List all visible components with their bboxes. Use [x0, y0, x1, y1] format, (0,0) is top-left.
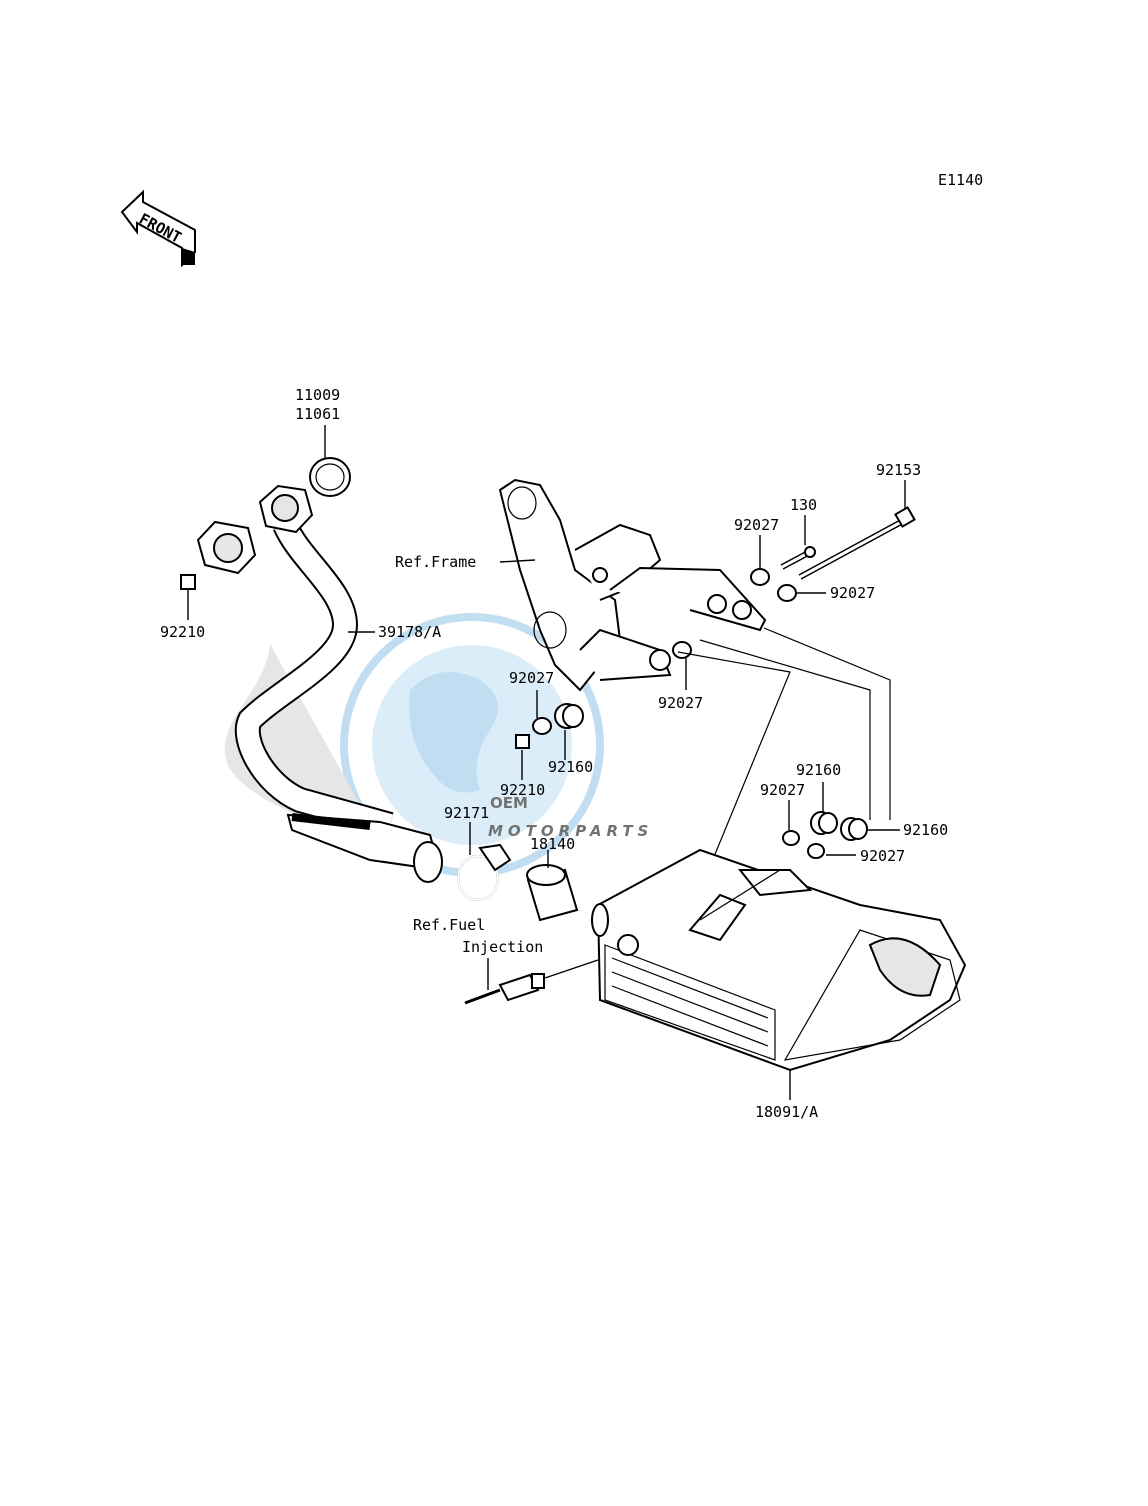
muffler-18091[interactable] [591, 848, 967, 1072]
label-92210-mid[interactable]: 92210 [500, 781, 545, 799]
washer-92027-mid-right[interactable] [672, 641, 692, 659]
label-18091[interactable]: 18091/A [755, 1103, 818, 1121]
oxygen-sensor[interactable] [464, 973, 545, 1005]
label-39178[interactable]: 39178/A [378, 623, 441, 641]
label-92027-top[interactable]: 92027 [734, 516, 779, 534]
washer-92027-mid-left[interactable] [532, 717, 552, 735]
grommet-92160-r2[interactable] [840, 817, 868, 841]
exhaust-header-pipe[interactable] [196, 484, 443, 883]
bolt-92153[interactable] [798, 506, 916, 580]
label-11061[interactable]: 11061 [295, 405, 340, 423]
washer-92027-r1[interactable] [782, 830, 800, 846]
label-92160-r1[interactable]: 92160 [796, 761, 841, 779]
clamp-92171[interactable] [457, 843, 512, 901]
grommet-92160-r1[interactable] [810, 811, 838, 835]
front-arrow-icon: FRONT [120, 189, 196, 268]
watermark-sub: MOTORPARTS [488, 822, 653, 840]
label-92171[interactable]: 92171 [444, 804, 489, 822]
label-92160-r2[interactable]: 92160 [903, 821, 948, 839]
nut-92210-left[interactable] [180, 574, 196, 590]
washer-92027-top[interactable] [750, 568, 770, 586]
label-130[interactable]: 130 [790, 496, 817, 514]
gasket-18140[interactable] [526, 864, 579, 922]
washer-92027-right[interactable] [777, 584, 797, 602]
label-92027-right[interactable]: 92027 [830, 584, 875, 602]
label-92027-r1[interactable]: 92027 [760, 781, 805, 799]
frame-part[interactable] [498, 478, 767, 692]
label-ref-fuel-2[interactable]: Injection [462, 938, 543, 956]
label-92027-mid-right[interactable]: 92027 [658, 694, 703, 712]
label-18140[interactable]: 18140 [530, 835, 575, 853]
label-92153[interactable]: 92153 [876, 461, 921, 479]
label-92027-mid-left[interactable]: 92027 [509, 669, 554, 687]
washer-92027-r2[interactable] [807, 843, 825, 859]
label-92160-mid[interactable]: 92160 [548, 758, 593, 776]
label-ref-fuel-1[interactable]: Ref.Fuel [413, 916, 485, 934]
label-11009[interactable]: 11009 [295, 386, 340, 404]
label-ref-frame[interactable]: Ref.Frame [395, 553, 476, 571]
bolt-130[interactable] [780, 546, 816, 570]
label-92027-r2[interactable]: 92027 [860, 847, 905, 865]
watermark-brand: OEM [490, 794, 528, 812]
nut-92210-mid[interactable] [515, 734, 530, 749]
grommet-92160-mid[interactable] [554, 703, 584, 729]
label-92210-left[interactable]: 92210 [160, 623, 205, 641]
diagram-code: E1140 [938, 171, 983, 189]
